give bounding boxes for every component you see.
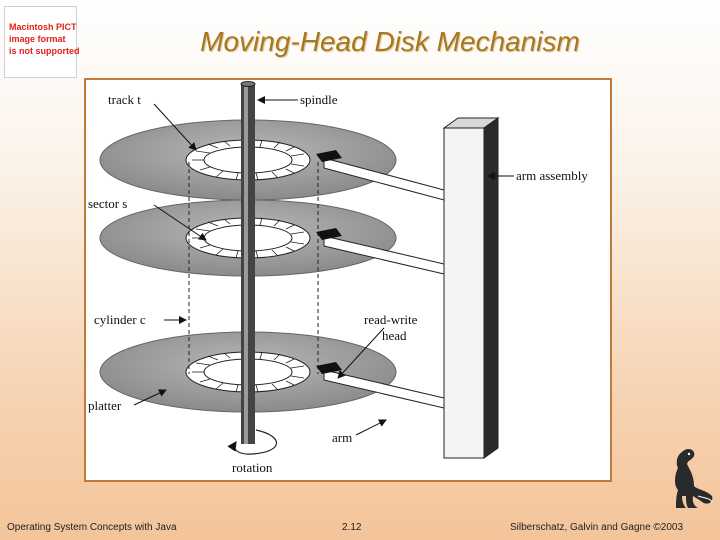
arm-assembly-column bbox=[444, 118, 498, 458]
label-platter: platter bbox=[88, 398, 122, 413]
label-arm: arm bbox=[332, 430, 352, 445]
rotation-arrow bbox=[235, 430, 277, 454]
spindle bbox=[241, 82, 255, 445]
unsupported-image-placeholder: Macintosh PICT image format is not suppo… bbox=[4, 6, 77, 78]
footer-authors: Silberschatz, Galvin and Gagne ©2003 bbox=[510, 522, 683, 533]
disk-diagram: track t spindle arm assembly sector s cy… bbox=[84, 78, 612, 482]
arm-pointer bbox=[356, 420, 386, 435]
label-spindle: spindle bbox=[300, 92, 338, 107]
footer-page-number: 2.12 bbox=[342, 522, 361, 533]
label-head: head bbox=[382, 328, 407, 343]
label-rotation: rotation bbox=[232, 460, 273, 475]
footer-book-title: Operating System Concepts with Java bbox=[7, 522, 177, 533]
label-arm-assembly: arm assembly bbox=[516, 168, 588, 183]
placeholder-line-2: image format bbox=[9, 33, 76, 45]
slide-title: Moving-Head Disk Mechanism bbox=[90, 26, 690, 58]
label-track: track t bbox=[108, 92, 141, 107]
label-sector: sector s bbox=[88, 196, 127, 211]
dinosaur-mascot-icon bbox=[660, 446, 716, 512]
placeholder-line-1: Macintosh PICT bbox=[9, 21, 76, 33]
disk-diagram-svg: track t spindle arm assembly sector s cy… bbox=[86, 80, 610, 480]
label-cylinder: cylinder c bbox=[94, 312, 146, 327]
placeholder-line-3: is not supported bbox=[9, 45, 76, 57]
label-read-write: read-write bbox=[364, 312, 418, 327]
